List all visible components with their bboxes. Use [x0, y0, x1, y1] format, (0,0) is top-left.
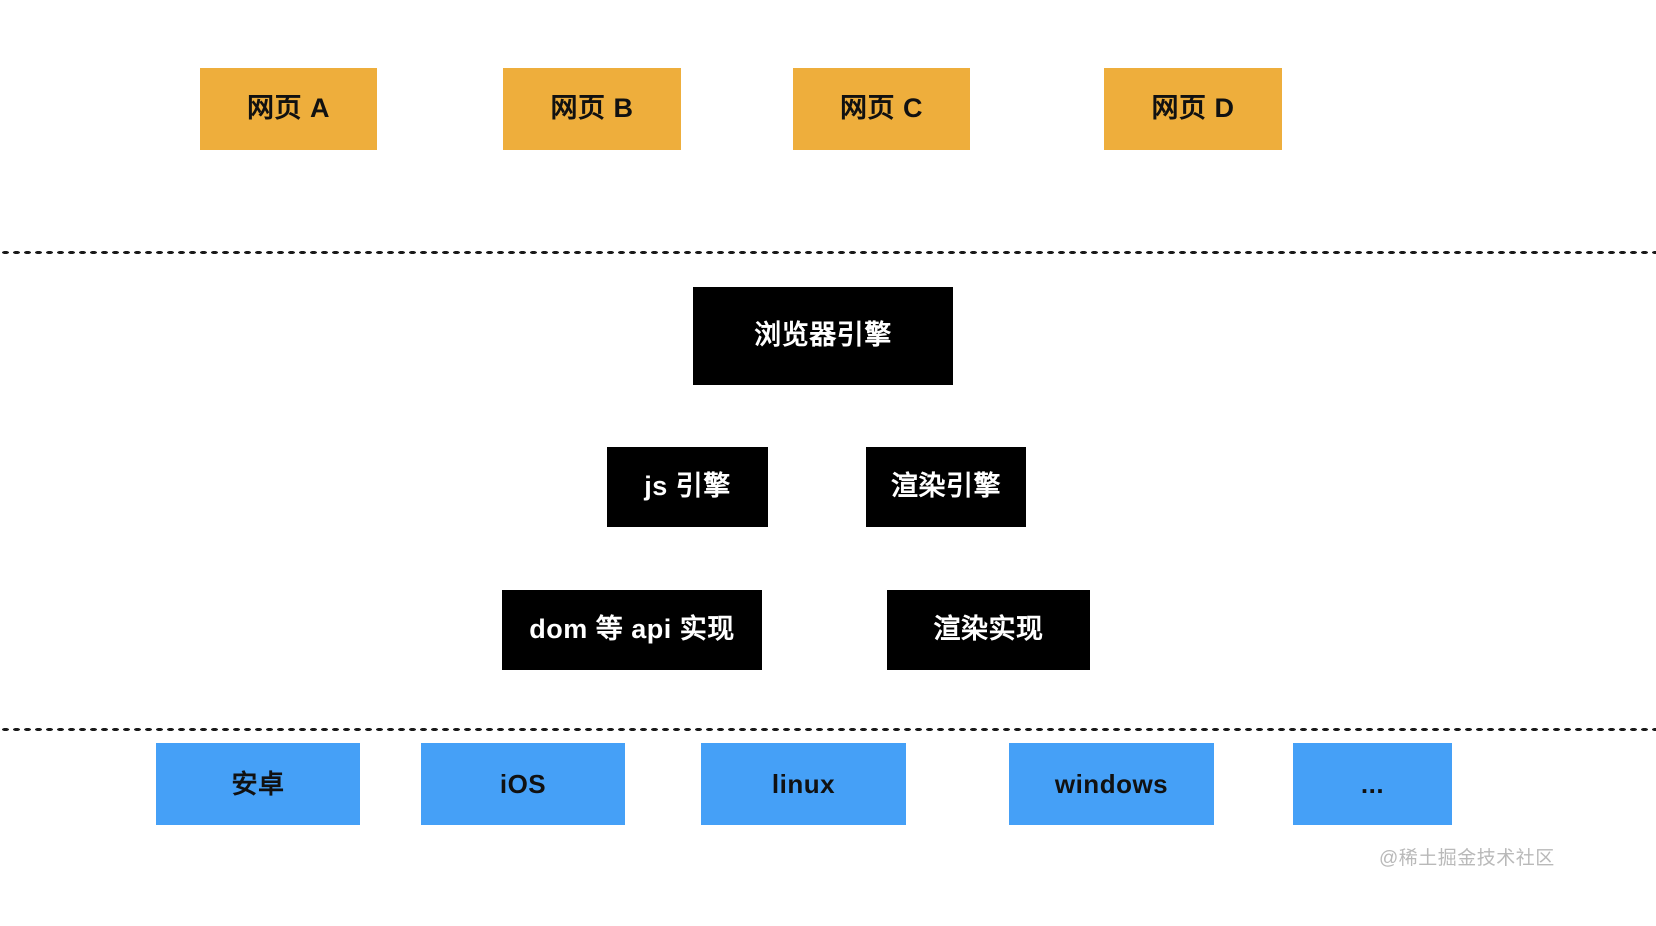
divider-top: [0, 250, 1656, 255]
os-box-android[interactable]: 安卓: [156, 743, 360, 825]
render-impl-box[interactable]: 渲染实现: [887, 590, 1090, 670]
os-box-ios[interactable]: iOS: [421, 743, 625, 825]
divider-bottom: [0, 727, 1656, 732]
os-box-linux[interactable]: linux: [701, 743, 906, 825]
web-page-box-c[interactable]: 网页 C: [793, 68, 970, 150]
web-page-box-d[interactable]: 网页 D: [1104, 68, 1282, 150]
watermark: @稀土掘金技术社区: [1379, 848, 1555, 869]
os-box-windows[interactable]: windows: [1009, 743, 1214, 825]
dom-api-impl-box[interactable]: dom 等 api 实现: [502, 590, 762, 670]
js-engine-box[interactable]: js 引擎: [607, 447, 768, 527]
render-engine-box[interactable]: 渲染引擎: [866, 447, 1026, 527]
browser-engine-box[interactable]: 浏览器引擎: [693, 287, 953, 385]
os-box-more[interactable]: ...: [1293, 743, 1452, 825]
web-page-box-b[interactable]: 网页 B: [503, 68, 681, 150]
web-page-box-a[interactable]: 网页 A: [200, 68, 377, 150]
